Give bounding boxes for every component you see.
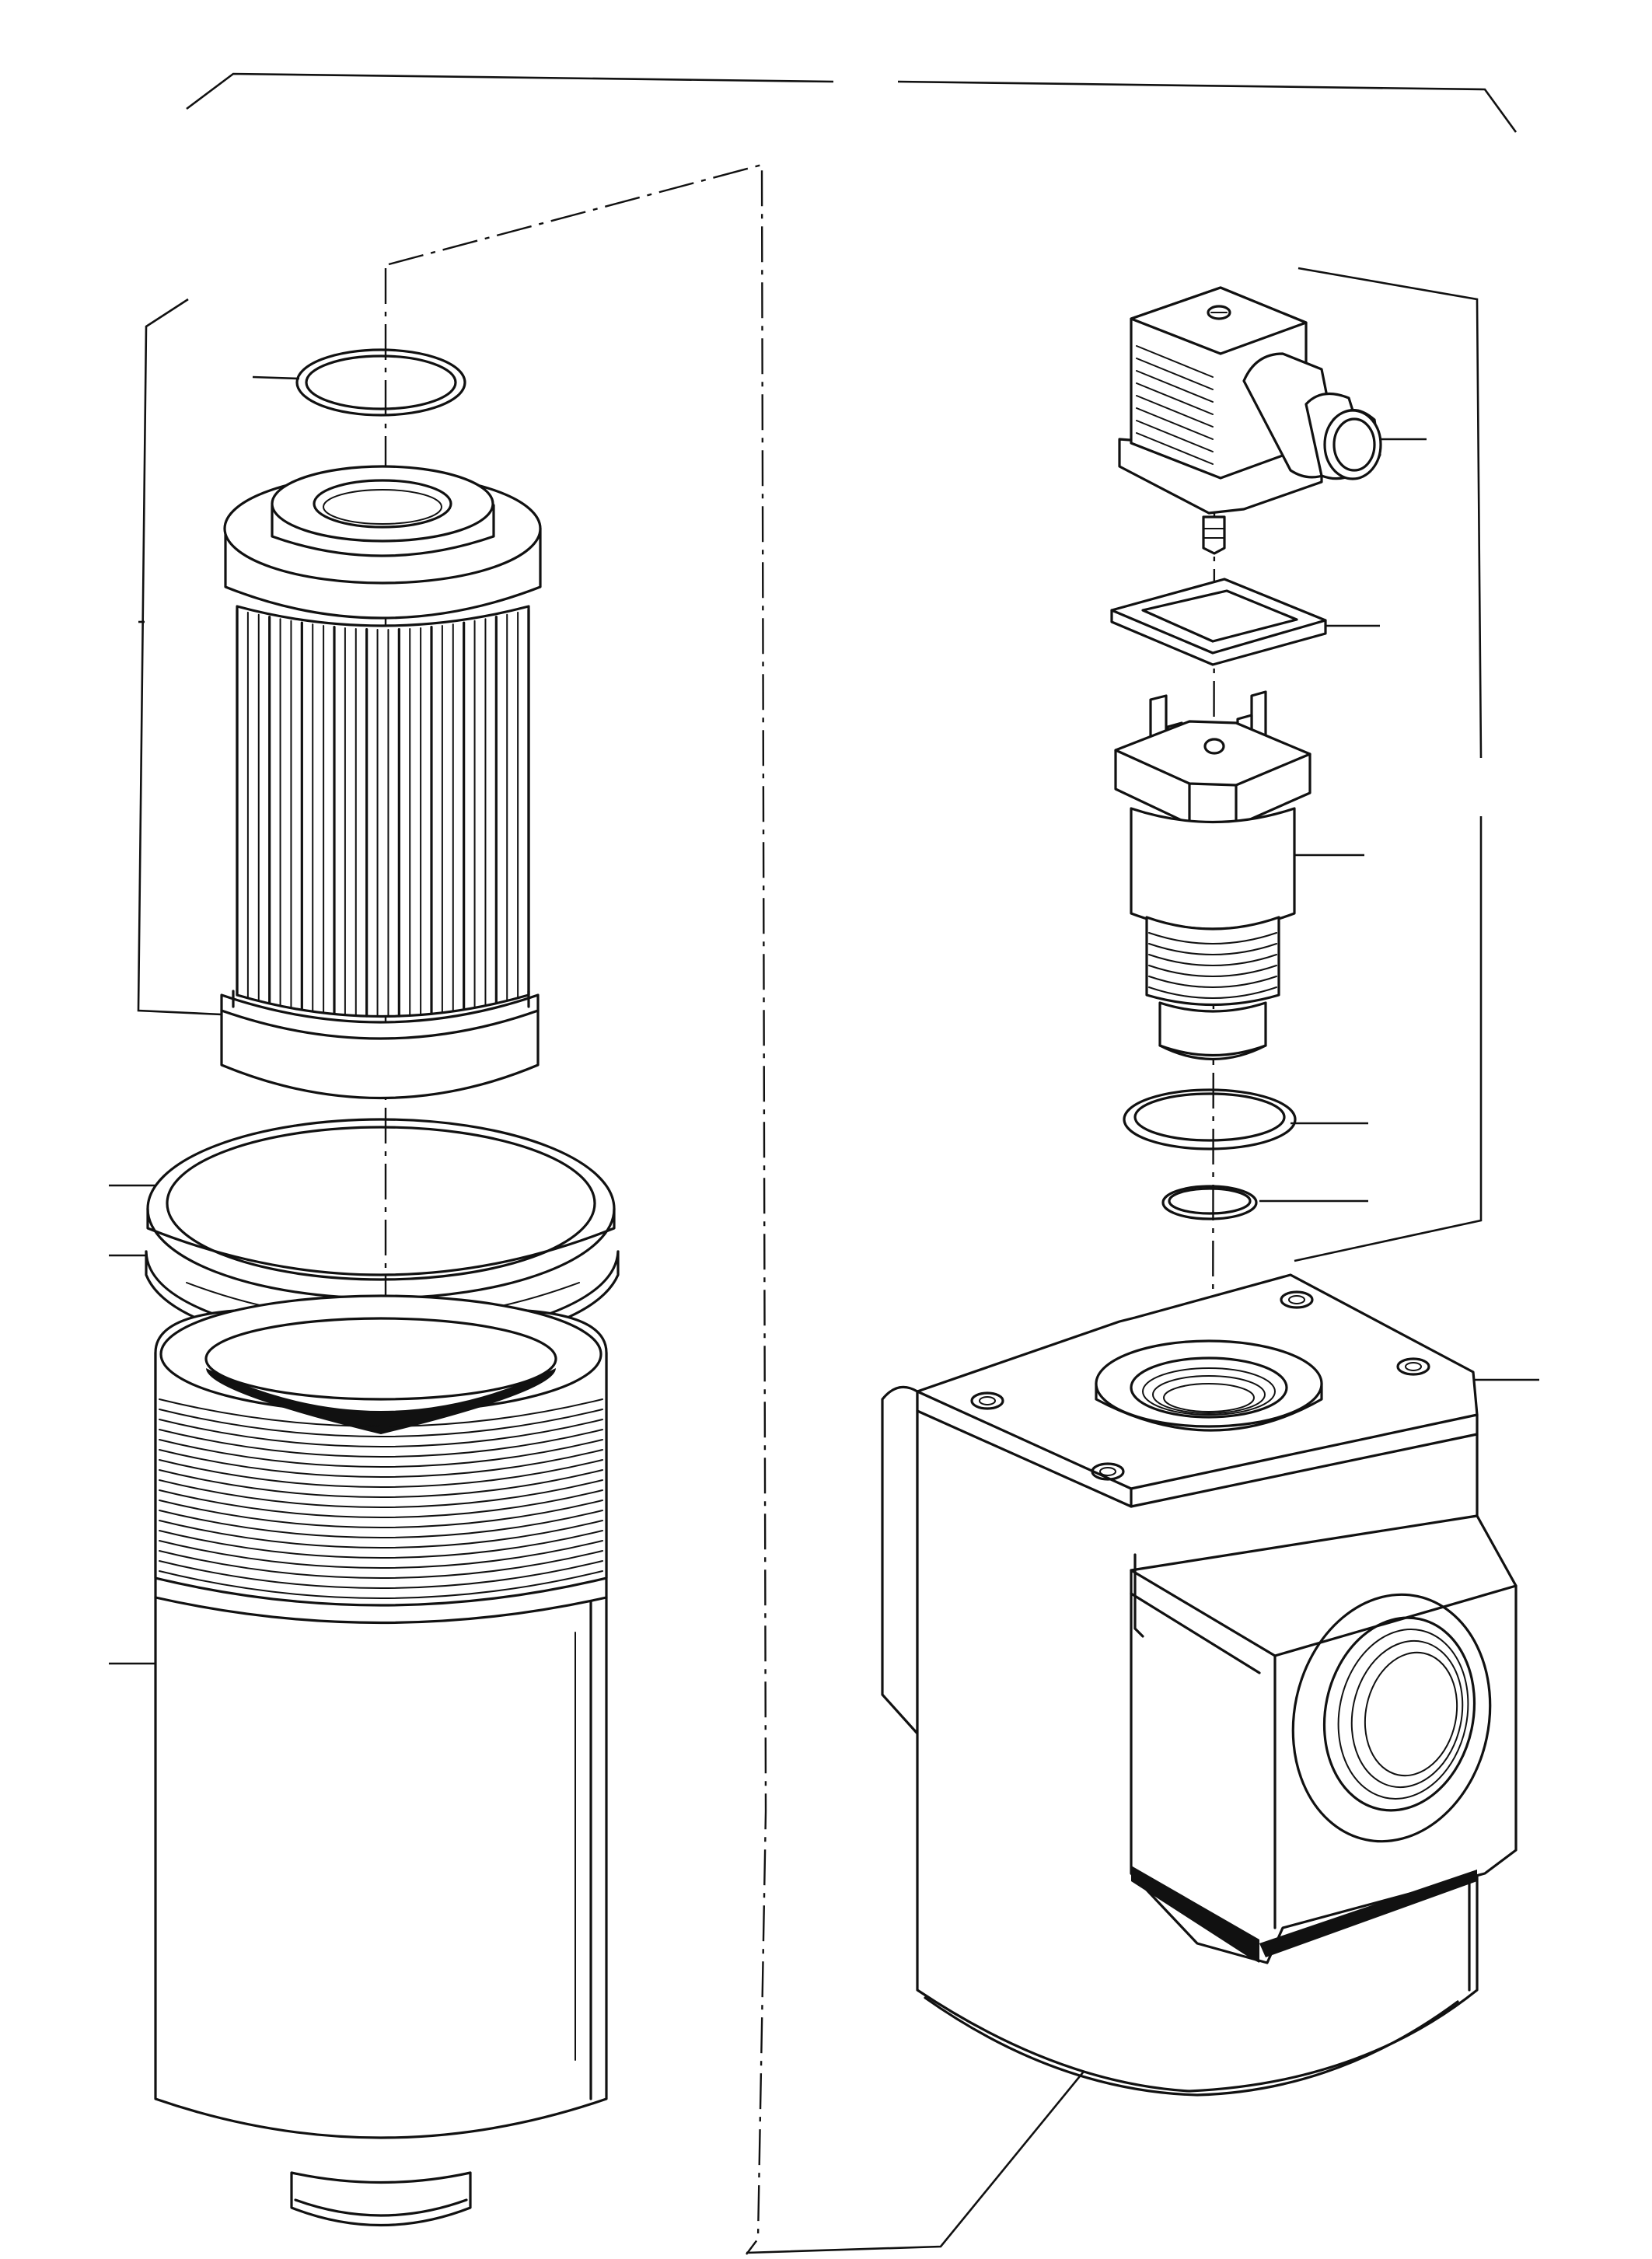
switch-o-ring-large	[1123, 1088, 1297, 1150]
left-assembly-bracket	[137, 163, 767, 2255]
thread-line	[159, 1560, 603, 1589]
switch-thread-line	[1148, 976, 1277, 988]
thread-line	[159, 1459, 603, 1488]
thread-line	[159, 1530, 603, 1559]
thread-line	[159, 1550, 603, 1579]
filter-bowl	[154, 1294, 608, 2227]
connector-plug	[1118, 286, 1382, 555]
plug-ribs	[1136, 345, 1214, 465]
switch-threads	[1148, 932, 1277, 999]
rib-line	[1136, 345, 1214, 378]
switch-thread-line	[1148, 932, 1277, 944]
rib-line	[1136, 432, 1214, 465]
thread-line	[159, 1449, 603, 1478]
thread-line	[159, 1520, 603, 1548]
thread-line	[159, 1479, 603, 1508]
thread-line	[159, 1540, 603, 1569]
switch-port	[1095, 1339, 1323, 1432]
rib-line	[1136, 420, 1214, 452]
side-port	[1291, 1593, 1492, 1843]
thread-line	[159, 1429, 603, 1458]
filter-element	[220, 465, 542, 1100]
thread-line	[159, 1439, 603, 1468]
rib-line	[1136, 358, 1214, 390]
switch-thread-line	[1148, 954, 1277, 966]
rib-line	[1136, 407, 1214, 440]
left-leader-lines	[109, 375, 300, 1665]
switch-thread-line	[1148, 965, 1277, 977]
plug-gasket	[1110, 578, 1327, 666]
thread-line	[159, 1489, 603, 1518]
switch-thread-line	[1148, 943, 1277, 955]
bowl-threads	[159, 1398, 603, 1599]
filter-head	[881, 1273, 1518, 2097]
rib-line	[1136, 382, 1214, 415]
filter-pleats	[236, 609, 530, 1018]
thread-line	[159, 1570, 603, 1599]
thread-line	[159, 1510, 603, 1538]
rib-line	[1136, 370, 1214, 403]
mounting-holes	[970, 1290, 1430, 1481]
thread-line	[159, 1409, 603, 1437]
right-leader-lines	[1259, 438, 1539, 1381]
ring-seal-upper	[146, 1118, 616, 1300]
group-bracket-top	[186, 72, 1518, 133]
thread-line	[159, 1398, 603, 1427]
rib-line	[1136, 395, 1214, 428]
pressure-switch	[1114, 690, 1311, 1060]
o-ring-small	[295, 348, 466, 417]
switch-o-ring-small	[1161, 1185, 1258, 1220]
leader-o-ring-small	[252, 375, 300, 380]
switch-thread-line	[1148, 986, 1277, 999]
thread-line	[159, 1469, 603, 1498]
thread-line	[159, 1500, 603, 1528]
thread-line	[159, 1419, 603, 1447]
